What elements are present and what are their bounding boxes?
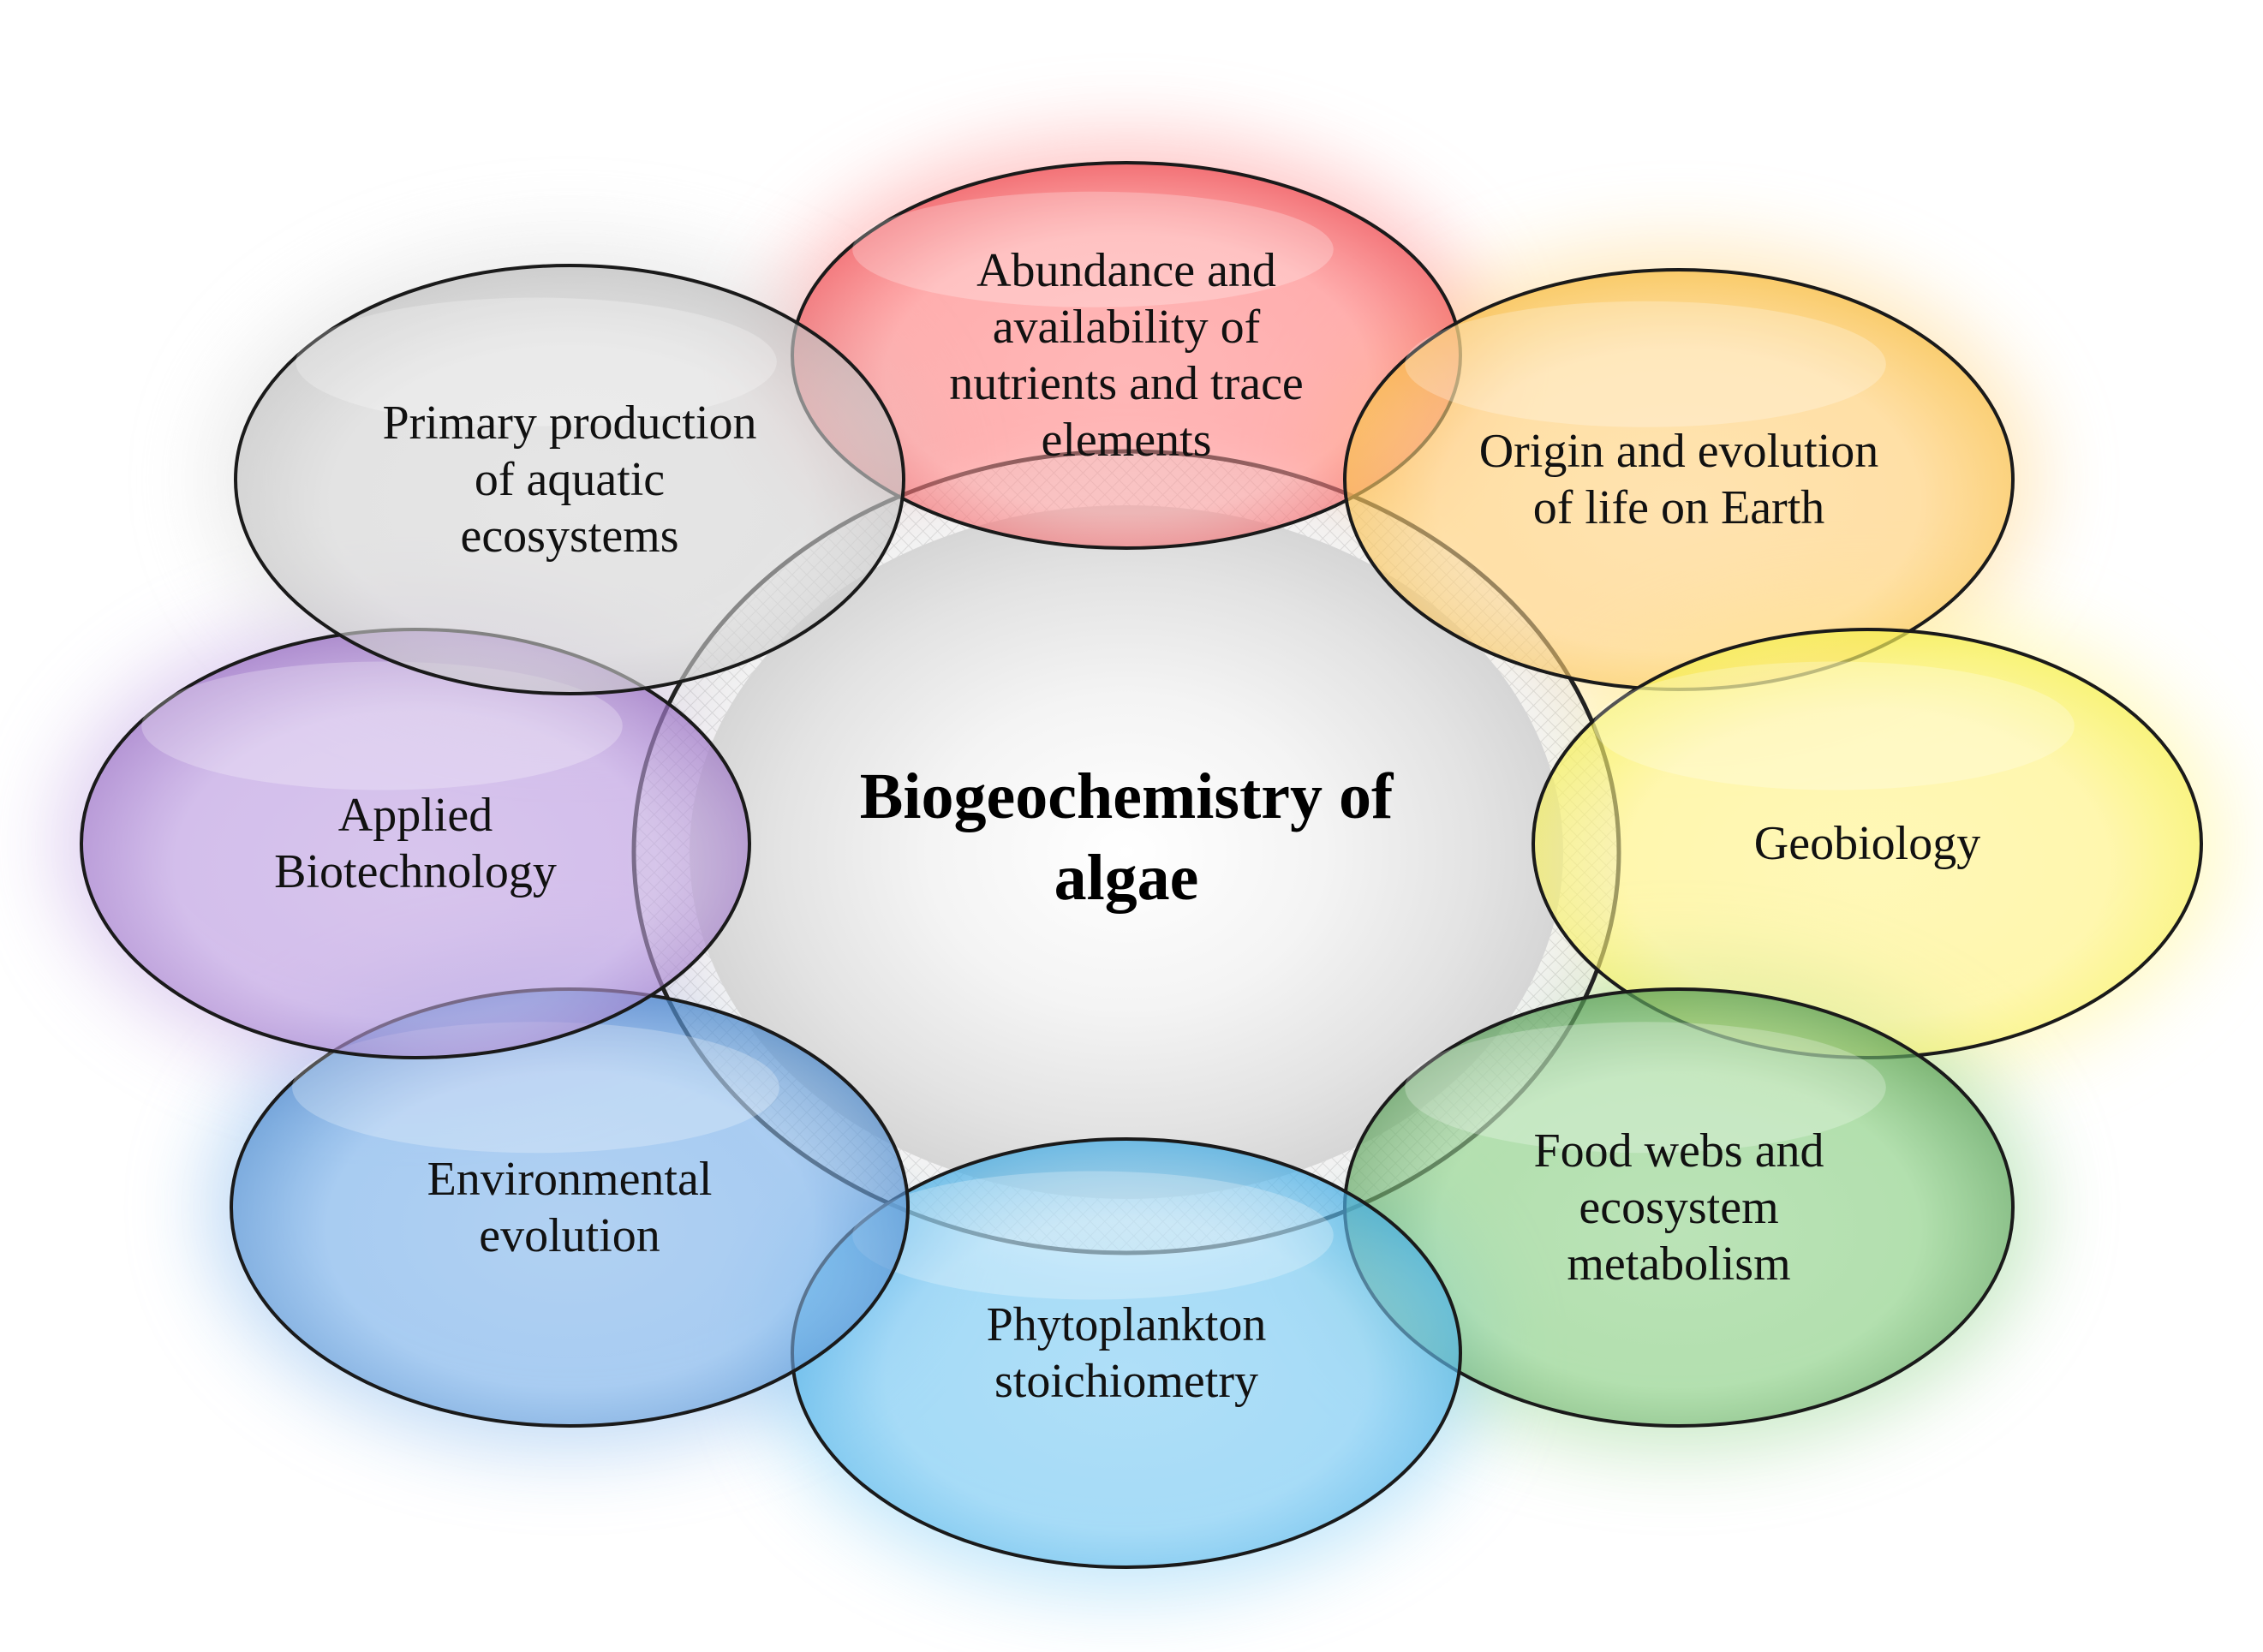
node-highlight-primary-production — [296, 297, 777, 426]
node-label-food-webs-line-3: metabolism — [1567, 1238, 1790, 1291]
node-label-nutrients-line-2: availability of — [993, 301, 1261, 354]
node-label-primary-production-line-2: of aquatic — [475, 453, 665, 506]
node-label-primary-production-line-1: Primary production — [382, 397, 756, 450]
node-label-origin-line-2: of life on Earth — [1533, 481, 1825, 534]
node-label-nutrients-line-3: nutrients and trace — [949, 357, 1304, 410]
node-label-phytoplankton-line-1: Phytoplankton — [987, 1298, 1267, 1351]
node-label-food-webs-line-1: Food webs and — [1533, 1124, 1824, 1178]
node-label-geobiology-line-1: Geobiology — [1754, 817, 1980, 870]
node-label-nutrients-line-4: elements — [1041, 414, 1211, 467]
node-label-environmental-line-1: Environmental — [427, 1153, 713, 1206]
center-ellipse — [631, 449, 1621, 1255]
node-label-primary-production-line-3: ecosystems — [460, 510, 678, 563]
center-title-line-2: algae — [1054, 842, 1199, 914]
node-ellipse-primary-production — [234, 264, 905, 695]
node-highlight-nutrients — [852, 191, 1334, 307]
node-highlight-phytoplankton — [852, 1171, 1334, 1300]
node-label-biotechnology-line-1: Applied — [338, 789, 493, 842]
node-highlight-biotechnology — [141, 661, 623, 790]
node-label-origin-line-1: Origin and evolution — [1479, 425, 1879, 478]
node-label-food-webs-line-2: ecosystem — [1579, 1181, 1778, 1234]
node-geobiology: Geobiology — [1532, 628, 2203, 1059]
node-label-environmental-line-2: evolution — [479, 1209, 660, 1262]
center-title-line-1: Biogeochemistry of — [860, 760, 1394, 832]
node-label-biotechnology-line-2: Biotechnology — [274, 845, 557, 898]
node-highlight-origin — [1405, 301, 1886, 427]
node-label-nutrients-line-1: Abundance and — [976, 244, 1276, 297]
node-highlight-geobiology — [1593, 661, 2075, 790]
node-label-phytoplankton-line-2: stoichiometry — [994, 1355, 1258, 1408]
center-title: Biogeochemistry of algae — [860, 760, 1394, 914]
node-highlight-food-webs — [1405, 1022, 1886, 1154]
